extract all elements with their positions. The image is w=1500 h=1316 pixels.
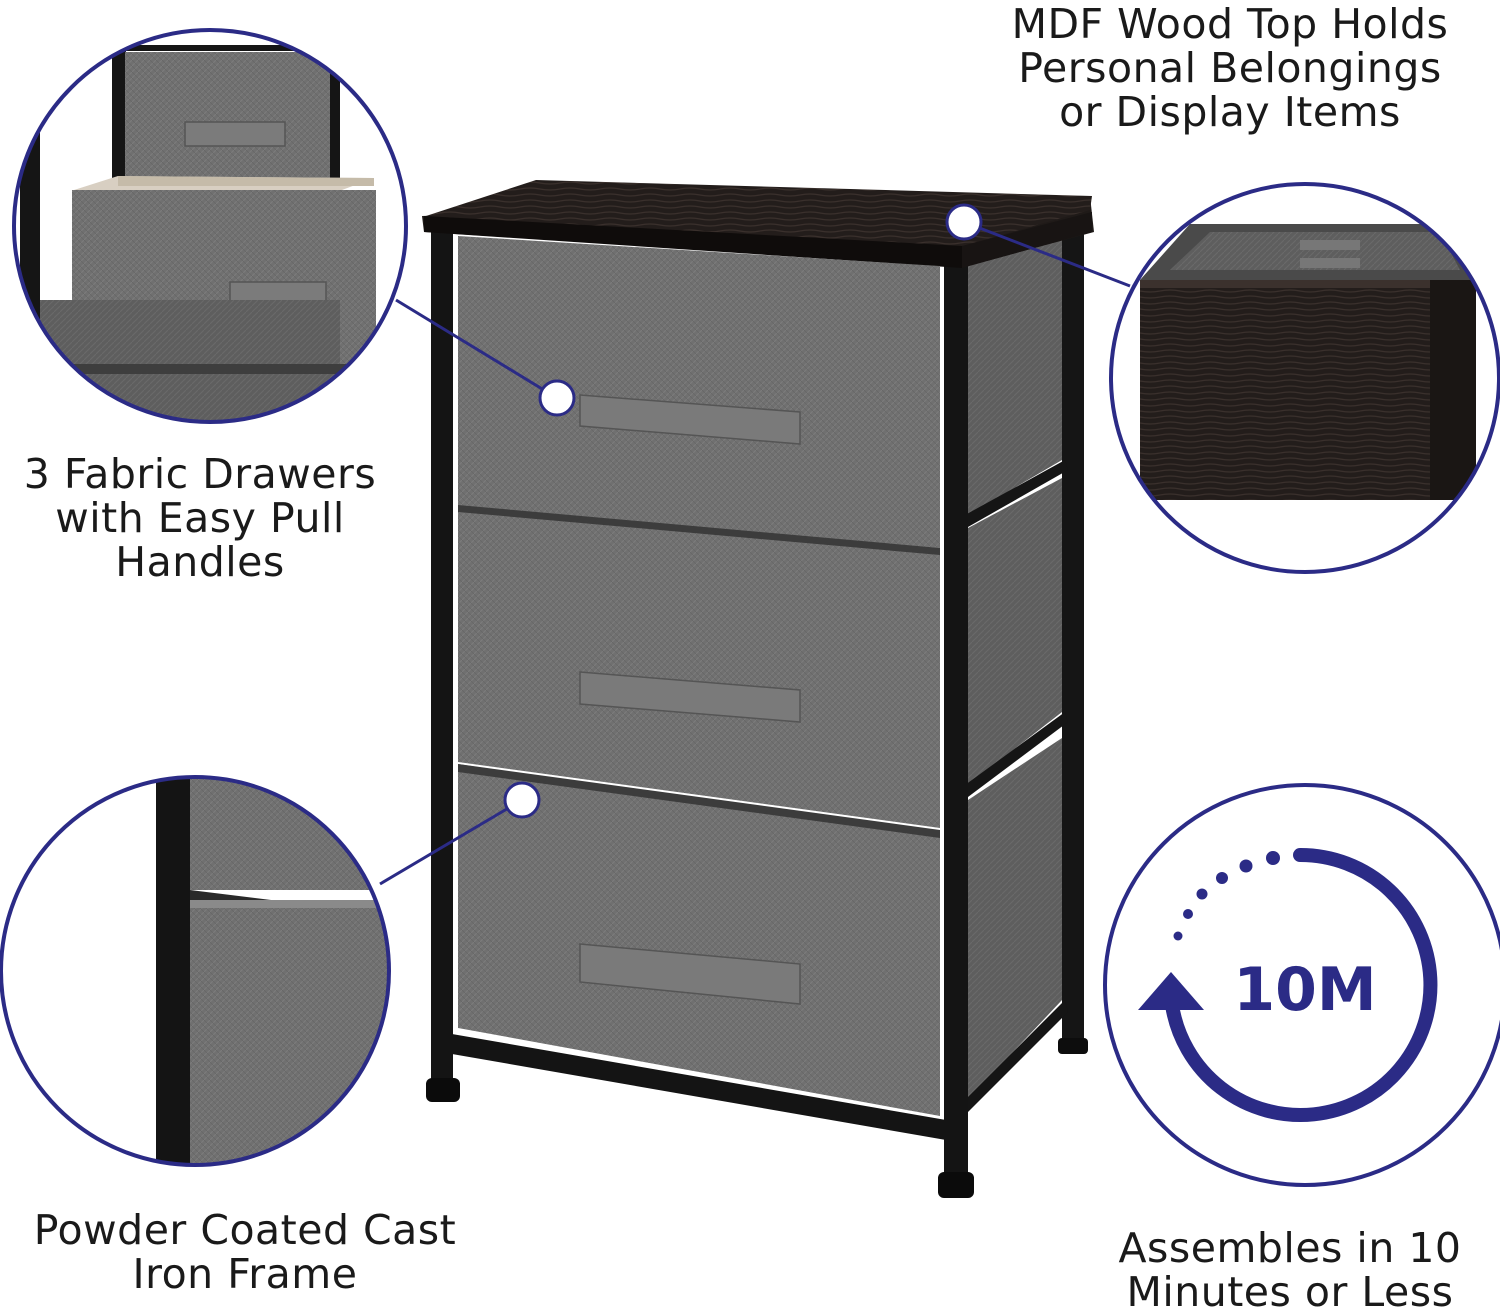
- caption-line: with Easy Pull: [55, 494, 345, 542]
- caption-line: Handles: [115, 538, 285, 586]
- assembly-badge: 10M: [1103, 783, 1500, 1187]
- assembly-badge-label: 10M: [1233, 955, 1376, 1025]
- caption-mdf-top: MDF Wood Top Holds Personal Belongings o…: [960, 2, 1500, 134]
- caption-line: or Display Items: [1059, 88, 1401, 136]
- caption-assembly-time: Assembles in 10 Minutes or Less: [1090, 1226, 1490, 1314]
- callout-dot-top: [945, 203, 983, 241]
- clock-arrow-icon: [1138, 847, 1438, 1122]
- caption-line: Personal Belongings: [1018, 44, 1442, 92]
- callout-dot-frame: [503, 781, 541, 819]
- caption-iron-frame: Powder Coated Cast Iron Frame: [0, 1208, 490, 1296]
- caption-line: Assembles in 10: [1118, 1224, 1462, 1272]
- dresser: [422, 180, 1094, 1198]
- caption-line: Powder Coated Cast: [33, 1206, 457, 1254]
- caption-line: Minutes or Less: [1126, 1268, 1454, 1316]
- callout-lines: [379, 220, 1131, 886]
- detail-frame: [0, 775, 391, 1167]
- caption-fabric-drawers: 3 Fabric Drawers with Easy Pull Handles: [0, 452, 400, 584]
- callout-dot-drawer: [538, 379, 576, 417]
- caption-line: MDF Wood Top Holds: [1011, 0, 1449, 48]
- caption-line: Iron Frame: [132, 1250, 358, 1298]
- caption-line: 3 Fabric Drawers: [23, 450, 377, 498]
- detail-mdf-top: [1109, 182, 1500, 574]
- detail-open-drawer: [12, 28, 408, 424]
